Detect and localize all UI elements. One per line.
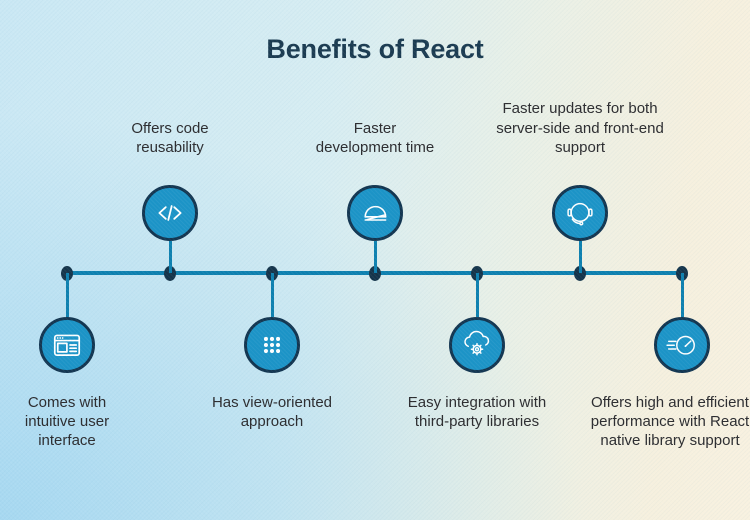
icon-node: [244, 317, 300, 373]
timeline-item-view-oriented: Has view-oriented approach: [187, 273, 357, 431]
item-label: Comes with intuitive user interface: [24, 394, 110, 450]
code-icon: [153, 196, 187, 230]
timeline-item-high-performance: Offers high and efficient performance wi…: [591, 273, 750, 451]
timeline-dot: [164, 266, 176, 281]
icon-node: [654, 317, 710, 373]
connector-line: [578, 241, 582, 273]
timeline-item-intuitive-ui: Comes with intuitive user interface: [7, 273, 127, 451]
connector-line: [270, 273, 274, 317]
connector-line: [680, 273, 684, 317]
browser-window-icon: [50, 328, 84, 362]
grid-dots-icon: [255, 328, 289, 362]
headset-icon: [563, 196, 597, 230]
timeline-dot: [574, 266, 586, 281]
connector-line: [65, 273, 69, 317]
icon-node: [552, 185, 608, 241]
gauge-icon: [358, 196, 392, 230]
connector-line: [475, 273, 479, 317]
item-label: Has view-oriented approach: [211, 394, 333, 431]
icon-node: [347, 185, 403, 241]
icon-node: [449, 317, 505, 373]
item-label: Faster development time: [315, 119, 435, 156]
item-label: Faster updates for both server-side and …: [496, 100, 664, 156]
cloud-gear-icon: [460, 328, 494, 362]
timeline-item-faster-updates: Faster updates for both server-side and …: [492, 0, 668, 273]
item-label: Offers code reusability: [131, 119, 209, 156]
item-label: Easy integration with third-party librar…: [407, 394, 547, 431]
item-label: Offers high and efficient performance wi…: [590, 394, 750, 450]
timeline-dot: [369, 266, 381, 281]
speedometer-icon: [665, 328, 699, 362]
icon-node: [142, 185, 198, 241]
timeline-item-code-reusability: Offers code reusability: [108, 0, 232, 273]
timeline-item-faster-development: Faster development time: [314, 0, 436, 273]
timeline-item-easy-integration: Easy integration with third-party librar…: [392, 273, 562, 431]
connector-line: [168, 241, 172, 273]
icon-node: [39, 317, 95, 373]
connector-line: [373, 241, 377, 273]
page-title: Benefits of React: [266, 34, 484, 64]
